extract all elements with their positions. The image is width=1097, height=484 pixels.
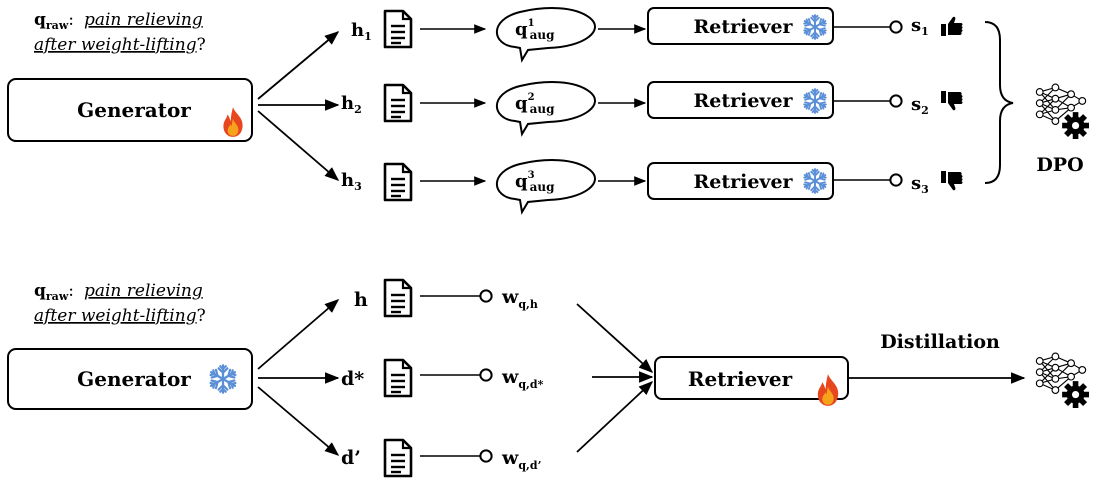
bottom-arrow-gen-dprime: [257, 386, 340, 456]
bottom-arrow-w1-ret: [576, 303, 654, 373]
top-hyp-1: h1: [351, 20, 372, 43]
bottom-weight-1: wq,h: [501, 286, 538, 311]
document-icon: [383, 162, 413, 202]
top-hyp-3: h3: [341, 170, 362, 193]
top-retriever-box-3: [647, 162, 834, 200]
top-score-3: s3: [911, 173, 929, 196]
bottom-weight-2: wq,d*: [501, 366, 544, 391]
distillation-label: Distillation: [880, 331, 1000, 353]
thumbs-down-icon: [941, 171, 963, 191]
top-retriever-label-1: Retriever: [693, 16, 793, 38]
speech-bubble-icon: [495, 81, 596, 137]
thumbs-down-icon: [941, 91, 963, 111]
bottom-retriever-label: Retriever: [688, 367, 793, 391]
top-retriever-label-2: Retriever: [693, 90, 793, 112]
bottom-query-text: qraw: pain relieving: [34, 281, 203, 303]
bottom-doc-h: h: [354, 289, 368, 311]
curly-brace: [984, 21, 1014, 184]
top-arrow-gen-h1: [257, 31, 340, 100]
top-generator-label: Generator: [77, 98, 191, 122]
thumbs-up-icon: [941, 16, 963, 36]
top-query-text: qraw: pain relieving: [34, 10, 203, 32]
bottom-panel: qraw: pain relieving after weight-liftin…: [7, 278, 1089, 478]
top-retriever-label-3: Retriever: [693, 171, 793, 193]
neural-network-icon: [1035, 83, 1089, 139]
speech-bubble-icon: [495, 159, 596, 215]
bottom-arrow-w3-ret: [576, 381, 654, 453]
top-score-2: s2: [911, 94, 929, 117]
neural-network-icon: [1035, 352, 1089, 408]
document-icon: [383, 83, 413, 123]
top-generator-box: [7, 78, 253, 142]
document-icon: [383, 438, 413, 478]
bottom-generator-box: [7, 348, 253, 410]
top-score-1: s1: [911, 15, 929, 38]
dpo-label: DPO: [1036, 154, 1083, 176]
bottom-doc-dprime: d’: [341, 447, 361, 469]
top-hyp-2: h2: [341, 93, 362, 116]
document-icon: [383, 278, 413, 318]
bottom-arrow-gen-h: [257, 299, 340, 370]
bottom-generator-label: Generator: [77, 367, 191, 391]
bottom-doc-dstar: d*: [341, 368, 364, 390]
top-query-text-line2: after weight-lifting?: [34, 35, 206, 55]
top-retriever-box-1: [647, 7, 834, 45]
document-icon: [383, 358, 413, 398]
top-arrow-gen-h3: [257, 110, 340, 181]
top-panel: qraw: pain relieving after weight-liftin…: [7, 7, 1089, 215]
speech-bubble-icon: [495, 7, 596, 63]
bottom-weight-3: wq,d’: [501, 447, 541, 472]
top-retriever-box-2: [647, 81, 834, 119]
bottom-query-text-line2: after weight-lifting?: [34, 306, 206, 326]
document-icon: [383, 9, 413, 49]
